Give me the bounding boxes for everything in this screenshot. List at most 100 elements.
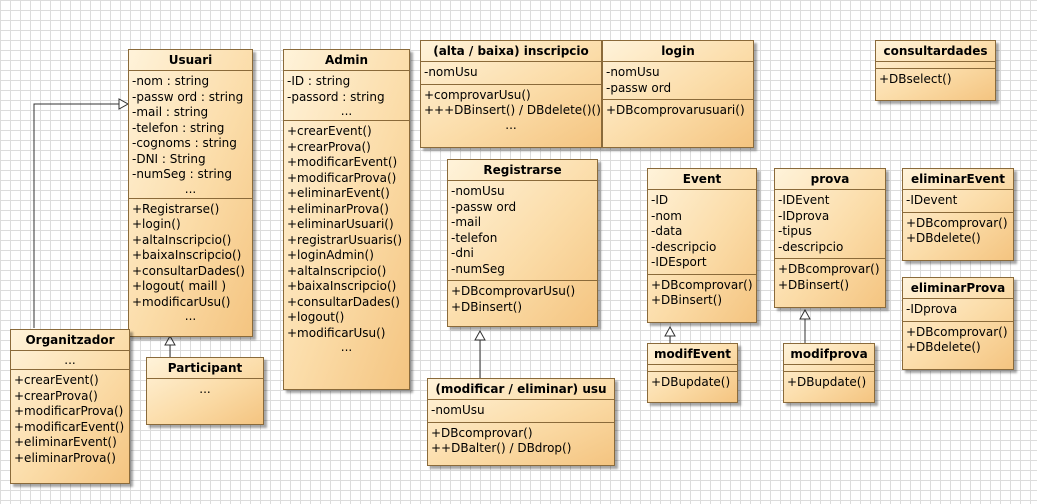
attribute: -passord : string — [287, 89, 385, 104]
class-consultardades-name: consultardades — [876, 41, 995, 62]
class-eliminar-event-attributes: -IDevent — [903, 190, 1013, 213]
class-alta-baixa-inscripcio[interactable]: (alta / baixa) inscripcio -nomUsu +compr… — [420, 40, 602, 148]
class-login-name: login — [603, 41, 753, 62]
operation: +DBdelete() — [906, 231, 981, 245]
class-admin-name: Admin — [284, 50, 409, 71]
class-admin[interactable]: Admin -ID : string -passord : string ...… — [283, 49, 410, 390]
operation: +Registrarse() — [132, 201, 220, 216]
operation: +login() — [132, 217, 181, 231]
class-event-attributes: -ID -nom -data -descripcio -IDEsport — [648, 190, 756, 275]
attribute: -IDprova — [778, 208, 830, 223]
class-modif-event-operations: +DBupdate() — [648, 372, 737, 394]
class-eliminar-prova[interactable]: eliminarProva -IDprova +DBcomprovar() +D… — [902, 277, 1014, 370]
class-eliminar-prova-operations: +DBcomprovar() +DBdelete() — [903, 322, 1013, 359]
attribute: -passw ord : string — [132, 89, 244, 104]
operation: +eliminarProva() — [287, 201, 389, 216]
participant-generalization-arrow — [164, 334, 176, 346]
class-modif-event[interactable]: modifEvent +DBupdate() — [647, 343, 738, 403]
attribute: -numSeg : string — [132, 167, 232, 181]
class-registrarse-attributes: -nomUsu -passw ord -mail -telefon -dni -… — [448, 181, 597, 281]
operation: +eliminarUsuari() — [287, 217, 394, 231]
class-registrarse-name: Registrarse — [448, 160, 597, 181]
operation: +baixaInscripcio() — [287, 279, 397, 293]
class-registrarse[interactable]: Registrarse -nomUsu -passw ord -mail -te… — [447, 159, 598, 327]
operation: +comprovarUsu() — [424, 87, 531, 102]
modif-event-generalization-arrow — [664, 325, 676, 337]
operation: +DBcomprovarusuari() — [606, 103, 745, 117]
attribute: -nom : string — [132, 74, 210, 88]
attribute: -DNI : String — [132, 151, 206, 166]
class-modif-event-name: modifEvent — [648, 344, 737, 365]
attribute: -IDevent — [906, 193, 958, 207]
operation: ++DBalter() / DBdrop() — [431, 441, 572, 455]
class-organitzador-attributes: ... — [11, 351, 129, 370]
class-modifprova[interactable]: modifprova +DBupdate() — [783, 343, 875, 403]
operation: +logout() — [287, 310, 345, 324]
attribute: -IDEsport — [651, 255, 707, 269]
class-eliminar-prova-attributes: -IDprova — [903, 299, 1013, 322]
attribute: -tipus — [778, 224, 812, 238]
attribute: -mail — [451, 215, 482, 229]
class-usuari[interactable]: Usuari -nom : string -passw ord : string… — [128, 49, 253, 337]
ellipsis: ... — [505, 117, 517, 132]
operation: +DBcomprovar() — [906, 324, 1008, 339]
attribute: -nomUsu — [431, 403, 485, 417]
class-prova[interactable]: prova -IDEvent -IDprova -tipus -descripc… — [774, 168, 886, 308]
class-usuari-operations: +Registrarse() +login() +altaInscripcio(… — [129, 199, 252, 326]
class-usuari-attributes: -nom : string -passw ord : string -mail … — [129, 71, 252, 199]
operation: +baixaInscripcio() — [132, 248, 242, 262]
operation: +DBinsert() — [778, 277, 850, 292]
class-eliminar-event-operations: +DBcomprovar() +DBdelete() — [903, 213, 1013, 250]
operation: +DBcomprovar() — [778, 262, 880, 276]
operation: +crearProva() — [14, 388, 98, 403]
class-organitzador-operations: +crearEvent() +crearProva() +modificarPr… — [11, 370, 129, 469]
class-admin-attributes: -ID : string -passord : string ... — [284, 71, 409, 121]
class-prova-operations: +DBcomprovar() +DBinsert() — [775, 259, 885, 296]
operation: +modificarUsu() — [287, 325, 386, 340]
class-event[interactable]: Event -ID -nom -data -descripcio -IDEspo… — [647, 168, 757, 323]
class-participant-name: Participant — [147, 358, 263, 379]
operation: +modificarProva() — [14, 404, 124, 418]
operation: +DBupdate() — [651, 375, 731, 389]
operation: +DBcomprovar() — [431, 425, 533, 440]
class-eliminar-event-name: eliminarEvent — [903, 169, 1013, 190]
class-login-attributes: -nomUsu -passw ord — [603, 62, 753, 100]
operation: +DBcomprovar() — [906, 215, 1008, 230]
class-participant[interactable]: Participant ... — [146, 357, 264, 425]
operation: +loginAdmin() — [287, 248, 374, 262]
class-modificar-eliminar-usu-name: (modificar / eliminar) usu — [428, 379, 614, 400]
operation: +eliminarProva() — [14, 450, 116, 465]
class-consultardades-attributes — [876, 62, 995, 69]
class-prova-attributes: -IDEvent -IDprova -tipus -descripcio — [775, 190, 885, 259]
class-login-operations: +DBcomprovarusuari() — [603, 100, 753, 122]
operation: +crearEvent() — [14, 373, 99, 387]
class-organitzador-name: Organitzador — [11, 330, 129, 351]
attribute: -passw ord — [451, 199, 517, 214]
class-usuari-name: Usuari — [129, 50, 252, 71]
class-modificar-eliminar-usu-operations: +DBcomprovar() ++DBalter() / DBdrop() — [428, 423, 614, 460]
operation: +consultarDades() — [132, 263, 245, 278]
class-eliminar-event[interactable]: eliminarEvent -IDevent +DBcomprovar() +D… — [902, 168, 1014, 261]
class-consultardades-operations: +DBselect() — [876, 69, 995, 91]
attribute: -ID : string — [287, 74, 351, 88]
class-alta-baixa-inscripcio-operations: +comprovarUsu() +++DBinsert() / DBdelete… — [421, 85, 601, 134]
operation: +DBdelete() — [906, 340, 981, 354]
ellipsis: ... — [199, 382, 211, 396]
class-consultardades[interactable]: consultardades +DBselect() — [875, 40, 996, 101]
operation: +DBinsert() — [651, 293, 723, 307]
modificar-usu-generalization-arrow — [474, 329, 486, 341]
class-prova-name: prova — [775, 169, 885, 190]
attribute: -nomUsu — [424, 65, 478, 79]
ellipsis: ... — [340, 104, 353, 118]
operation: +DBinsert() — [451, 299, 523, 314]
class-modifprova-attributes — [784, 365, 874, 372]
operation: +crearEvent() — [287, 124, 372, 138]
class-login[interactable]: login -nomUsu -passw ord +DBcomprovarusu… — [602, 40, 754, 148]
operation: +DBcomprovar() — [651, 277, 753, 292]
class-organitzador[interactable]: Organitzador ... +crearEvent() +crearPro… — [10, 329, 130, 484]
class-alta-baixa-inscripcio-attributes: -nomUsu — [421, 62, 601, 85]
class-modificar-eliminar-usu[interactable]: (modificar / eliminar) usu -nomUsu +DBco… — [427, 378, 615, 466]
ellipsis: ... — [64, 353, 76, 367]
operation: +consultarDades() — [287, 294, 400, 309]
